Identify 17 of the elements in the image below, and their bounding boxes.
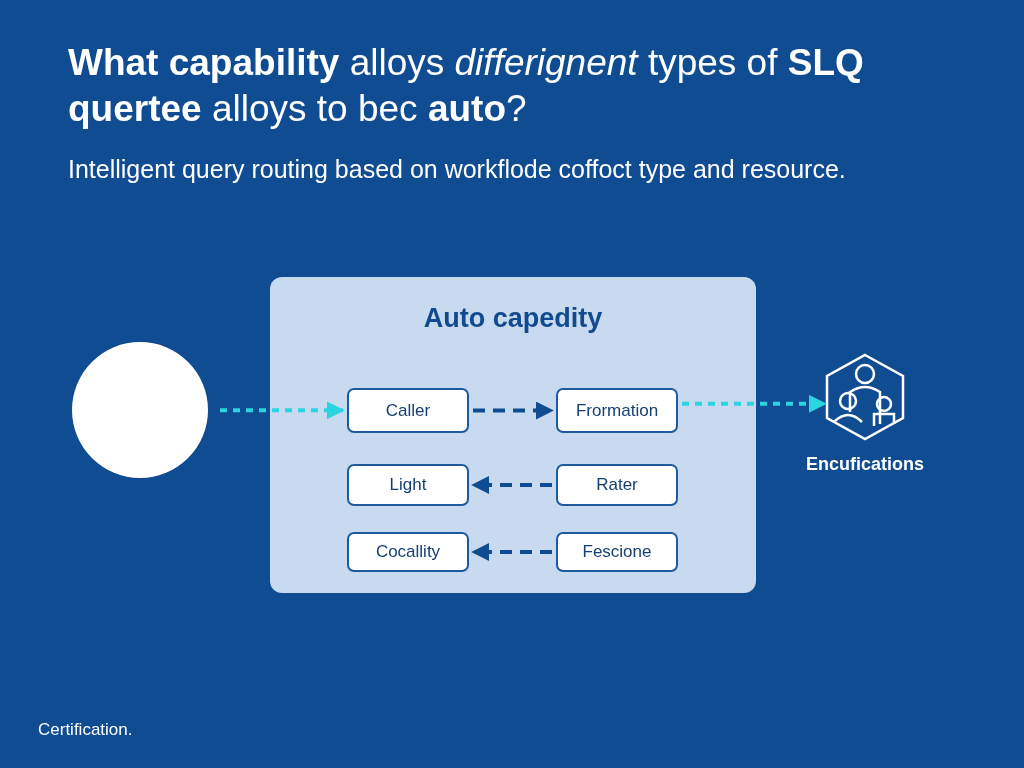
group-heading: Auto capedity bbox=[422, 303, 604, 334]
process-box: Frormation bbox=[556, 388, 678, 433]
process-box: Rater bbox=[556, 464, 678, 506]
arrow bbox=[473, 401, 554, 420]
arrow bbox=[471, 476, 552, 494]
subtitle: Intelligent query routing based on workflode coffoct type and resource. bbox=[68, 155, 846, 184]
footer-text: Certification. bbox=[38, 720, 133, 740]
process-box: Cocallity bbox=[347, 532, 469, 572]
node-label: Encufications bbox=[805, 454, 925, 475]
arrow bbox=[220, 401, 345, 420]
process-box: Light bbox=[347, 464, 469, 506]
process-box: Caller bbox=[347, 388, 469, 433]
arrow bbox=[682, 394, 827, 413]
process-box: Fescione bbox=[556, 532, 678, 572]
group-panel bbox=[270, 277, 756, 593]
arrow bbox=[471, 543, 552, 561]
title: What capability alloys differignent types of SLQ quertee alloys to bec auto? bbox=[68, 41, 865, 131]
